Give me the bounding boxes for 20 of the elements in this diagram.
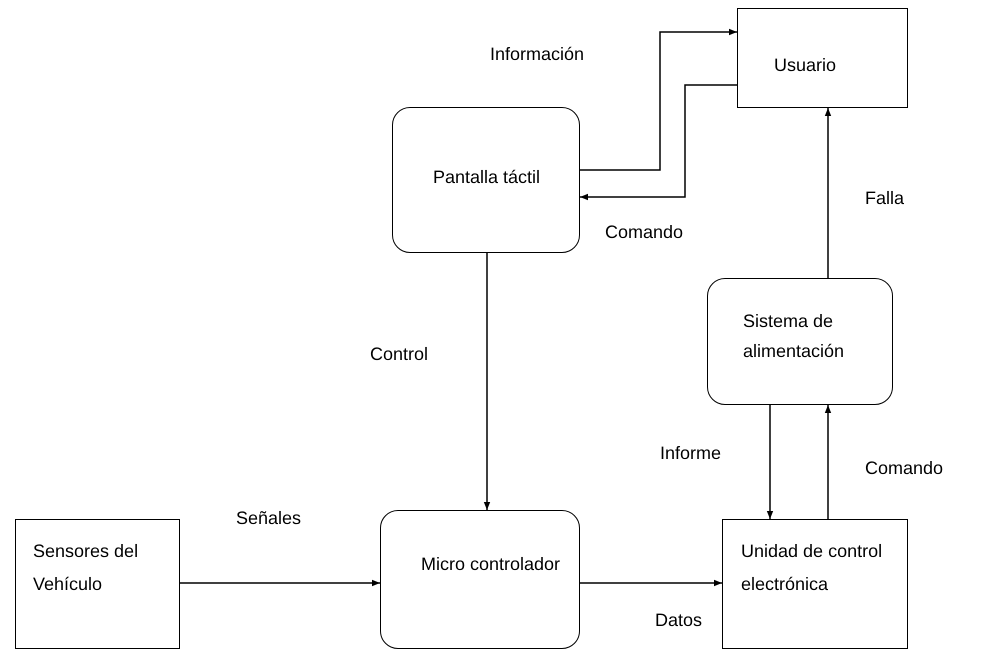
rounded-process-box bbox=[707, 278, 893, 405]
arrow bbox=[580, 84, 737, 200]
arrow bbox=[766, 405, 774, 519]
process-box bbox=[722, 519, 908, 649]
arrow bbox=[180, 580, 380, 586]
rounded-process-box bbox=[380, 510, 580, 649]
arrow bbox=[580, 28, 737, 171]
node-label: Sistema de alimentación bbox=[743, 310, 846, 363]
node-label: Unidad de control electrónica bbox=[741, 540, 884, 596]
node-label: Sensores del Vehículo bbox=[33, 540, 140, 596]
node-label: Pantalla táctil bbox=[433, 166, 542, 189]
process-box bbox=[737, 8, 908, 108]
arrow bbox=[824, 108, 832, 278]
node-label: Usuario bbox=[774, 54, 838, 77]
process-box bbox=[15, 519, 180, 649]
arrow bbox=[824, 405, 832, 519]
rounded-process-box bbox=[392, 107, 580, 253]
arrow bbox=[580, 580, 722, 586]
arrow bbox=[484, 253, 490, 510]
node-label: Micro controlador bbox=[421, 553, 562, 576]
